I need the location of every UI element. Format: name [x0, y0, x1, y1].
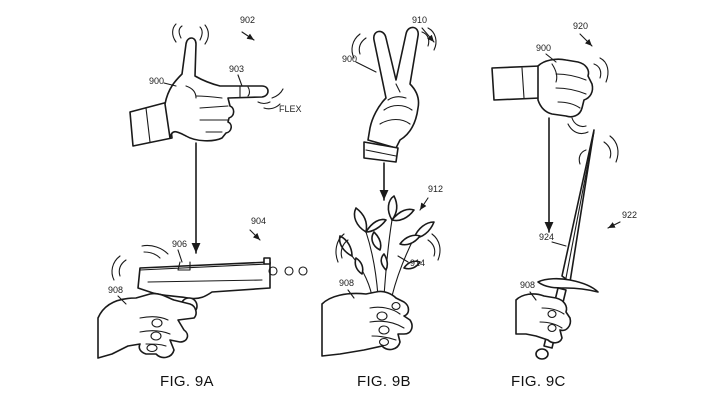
ref-908-c: 908: [520, 280, 535, 290]
ref-920: 920: [573, 21, 588, 31]
ref-904: 904: [251, 216, 266, 226]
motion-lines-icon: [578, 135, 619, 165]
motion-lines-icon: [111, 244, 308, 281]
ref-900-b: 900: [342, 54, 357, 64]
ref-910: 910: [412, 15, 427, 25]
motion-lines-icon: [351, 27, 437, 59]
flower-bouquet-icon: [338, 195, 435, 297]
handgun-icon: [137, 257, 271, 315]
ref-908-a: 908: [108, 285, 123, 295]
fist-hand-icon: [491, 58, 594, 118]
ref-900-a: 900: [149, 76, 164, 86]
ref-914: 914: [410, 258, 425, 268]
holding-hand-icon: [515, 293, 572, 344]
holding-hand-icon: [97, 292, 197, 359]
motion-lines-icon: [567, 57, 609, 135]
flex-indicator-icon: [271, 88, 284, 99]
peace-sign-hand-icon: [363, 26, 420, 163]
ref-900-c: 900: [536, 43, 551, 53]
motion-lines-icon: [172, 23, 281, 110]
figure-9b: 910 900 912: [321, 15, 443, 390]
holding-hand-icon: [321, 290, 413, 357]
ref-903: 903: [229, 64, 244, 74]
figure-9a: 902 900 903 FLEX: [97, 15, 308, 390]
figure-9c: 920 900 922 924 908: [491, 21, 637, 390]
motion-lines-icon: [335, 233, 441, 263]
ref-912: 912: [428, 184, 443, 194]
caption-fig-9a: FIG. 9A: [160, 373, 214, 390]
caption-fig-9c: FIG. 9C: [511, 373, 566, 390]
ref-906: 906: [172, 239, 187, 249]
caption-fig-9b: FIG. 9B: [357, 373, 411, 390]
pointing-hand-icon: [129, 37, 269, 147]
ref-908-b: 908: [339, 278, 354, 288]
flex-label: FLEX: [279, 104, 302, 114]
ref-924: 924: [539, 232, 554, 242]
ref-902: 902: [240, 15, 255, 25]
ref-922: 922: [622, 210, 637, 220]
